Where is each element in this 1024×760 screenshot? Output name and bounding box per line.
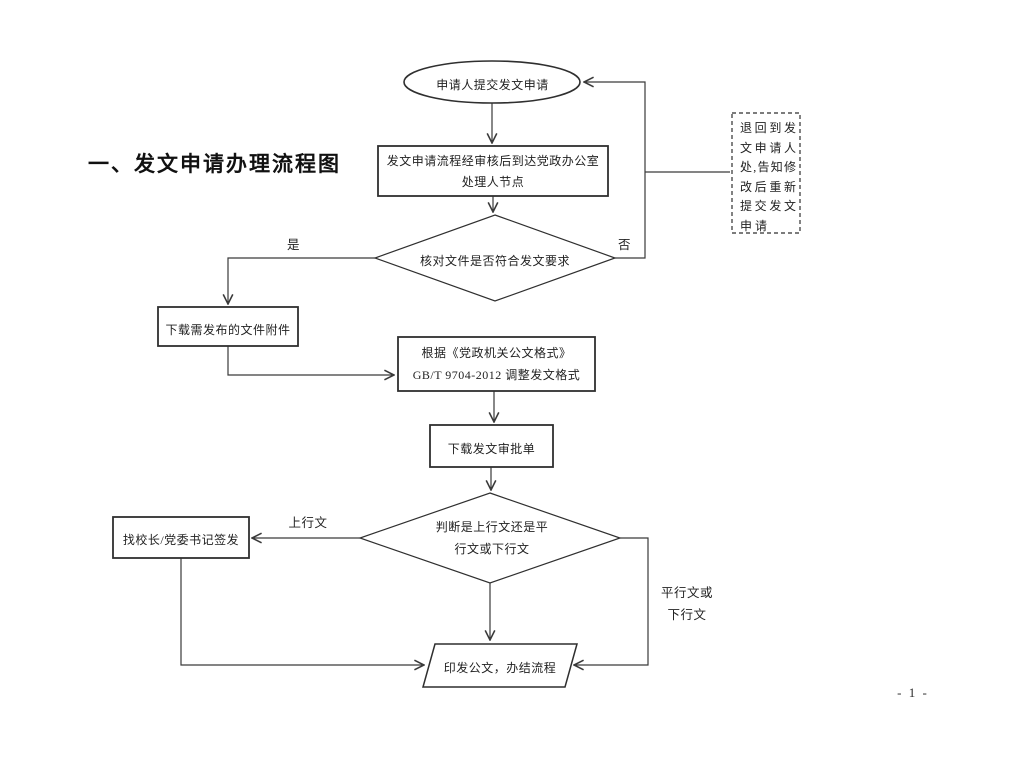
arrival-node-label: 发文申请流程经审核后到达党政办公室 处理人节点 — [386, 154, 600, 189]
dashed-note-text: 退回到发 文申请人 处,告知修 改后重新 提交发文 申请 — [740, 121, 796, 233]
sign-node-shape — [112, 516, 250, 559]
arrow-check-no-to-start — [584, 82, 646, 259]
publish-node-shape — [422, 643, 578, 688]
type-decision-label: 判断是上行文还是平 行文或下行文 — [435, 520, 549, 556]
upward-label: 上行文 — [288, 516, 328, 530]
check-decision-shape — [373, 214, 617, 302]
no-label: 否 — [618, 238, 632, 252]
yes-label: 是 — [287, 238, 301, 252]
format-node-shape — [397, 336, 596, 392]
parallel-label: 平行文或 下行文 — [660, 586, 713, 622]
download-attachment-label: 下载需发布的文件附件 — [165, 323, 291, 337]
dashed-note-shape — [731, 112, 801, 234]
arrow-check-yes-to-download — [228, 257, 375, 304]
check-decision-label: 核对文件是否符合发文要求 — [419, 254, 570, 268]
start-ellipse-label: 申请人提交发文申请 — [436, 78, 549, 92]
arrival-node-shape — [377, 145, 609, 197]
publish-node-label: 印发公文，办结流程 — [443, 661, 557, 675]
arrow-type-parallel-to-publish — [574, 537, 649, 665]
sign-node-label: 找校长/党委书记签发 — [122, 533, 240, 547]
format-node-label: 根据《党政机关公文格式》 GB/T 9704-2012 调整发文格式 — [412, 346, 581, 382]
download-attachment-shape — [157, 306, 299, 347]
start-ellipse-shape — [403, 60, 581, 104]
download-approval-shape — [429, 424, 554, 468]
type-decision-shape — [358, 492, 622, 584]
arrow-sign-to-publish — [180, 558, 424, 665]
download-approval-label: 下载发文审批单 — [447, 442, 536, 456]
page-number: - 1 - — [897, 685, 929, 700]
page-title: 一、发文申请办理流程图 — [88, 153, 341, 176]
arrow-download-to-format — [227, 346, 394, 375]
